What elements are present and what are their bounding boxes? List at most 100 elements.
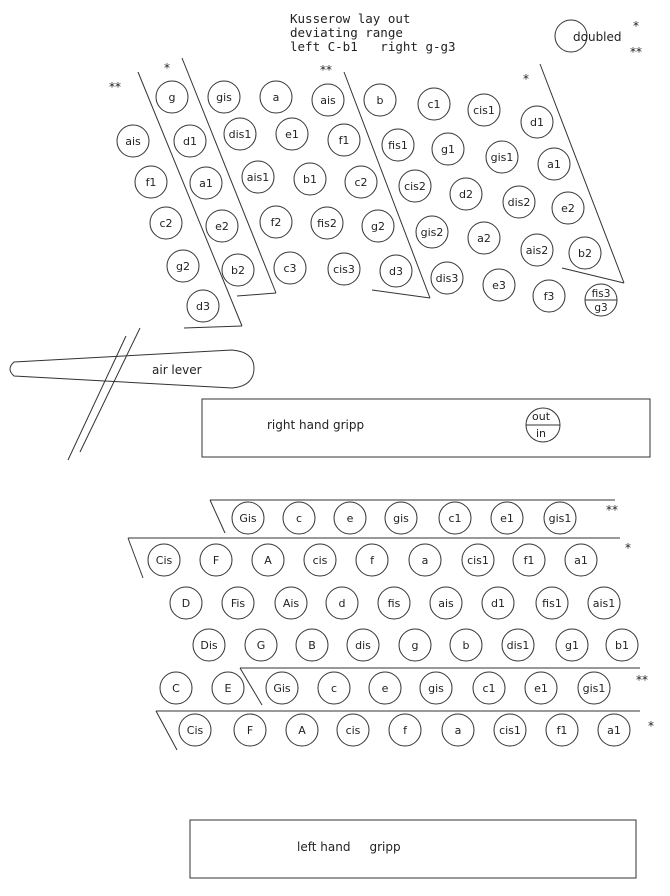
right-key-8-0[interactable]: ais: [116, 124, 150, 158]
left-key-1-2[interactable]: A: [251, 543, 285, 577]
left-key-0-0[interactable]: Gis: [231, 501, 265, 535]
left-key-2-2[interactable]: Ais: [274, 586, 308, 620]
left-key-3-8[interactable]: b1: [605, 628, 639, 662]
right-key-7-1[interactable]: a1: [537, 147, 571, 181]
right-key-5-1[interactable]: g1: [431, 132, 465, 166]
left-key-1-7[interactable]: f1: [512, 543, 546, 577]
key-label: g: [169, 91, 176, 104]
right-key-3-1[interactable]: f1: [327, 123, 361, 157]
right-key-8-3[interactable]: g2: [166, 249, 200, 283]
right-key-1-2[interactable]: ais1: [241, 160, 275, 194]
right-key-6-3[interactable]: ais2: [520, 233, 554, 267]
right-key-2-4[interactable]: cis3: [327, 252, 361, 286]
right-key-1-3[interactable]: f2: [259, 205, 293, 239]
right-key-4-0[interactable]: b: [363, 83, 397, 117]
right-key-1-0[interactable]: gis: [207, 80, 241, 114]
left-key-4-7[interactable]: e1: [524, 671, 558, 705]
left-key-3-0[interactable]: Dis: [192, 628, 226, 662]
right-key-0-5[interactable]: d3: [186, 289, 220, 323]
right-key-4-2[interactable]: cis2: [398, 169, 432, 203]
key-label: D: [182, 597, 190, 610]
right-key-0-2[interactable]: a1: [189, 166, 223, 200]
left-key-5-4[interactable]: f: [388, 713, 422, 747]
right-key-7-3[interactable]: b2: [568, 236, 602, 270]
left-key-1-0[interactable]: Cis: [147, 543, 181, 577]
right-key-7-2[interactable]: e2: [551, 191, 585, 225]
left-key-2-8[interactable]: ais1: [587, 586, 621, 620]
left-key-4-2[interactable]: Gis: [265, 671, 299, 705]
left-key-5-0[interactable]: Cis: [178, 713, 212, 747]
left-key-2-0[interactable]: D: [169, 586, 203, 620]
right-key-5-3[interactable]: a2: [467, 221, 501, 255]
left-key-4-1[interactable]: E: [211, 671, 245, 705]
right-key-5-4[interactable]: e3: [482, 268, 516, 302]
right-key-6-4[interactable]: f3: [532, 279, 566, 313]
right-key-3-2[interactable]: c2: [344, 165, 378, 199]
right-key-3-4[interactable]: d3: [379, 254, 413, 288]
left-key-1-3[interactable]: cis: [303, 543, 337, 577]
left-key-2-4[interactable]: fis: [377, 586, 411, 620]
left-key-3-7[interactable]: g1: [555, 628, 589, 662]
key-label: ais: [320, 94, 336, 107]
right-key-5-2[interactable]: d2: [449, 177, 483, 211]
left-key-1-5[interactable]: a: [408, 543, 442, 577]
right-key-2-2[interactable]: b1: [293, 162, 327, 196]
left-key-1-8[interactable]: a1: [564, 543, 598, 577]
left-key-4-4[interactable]: e: [368, 671, 402, 705]
left-key-0-4[interactable]: c1: [438, 501, 472, 535]
left-key-4-0[interactable]: C: [159, 671, 193, 705]
left-key-5-5[interactable]: a: [441, 713, 475, 747]
left-key-5-1[interactable]: F: [233, 713, 267, 747]
left-key-0-1[interactable]: c: [282, 501, 316, 535]
left-key-3-4[interactable]: g: [398, 628, 432, 662]
right-key-5-0[interactable]: c1: [417, 87, 451, 121]
left-key-3-6[interactable]: dis1: [501, 628, 535, 662]
right-key-3-0[interactable]: ais: [311, 83, 345, 117]
right-key-3-3[interactable]: g2: [361, 209, 395, 243]
right-key-4-3[interactable]: gis2: [415, 215, 449, 249]
right-key-6-2[interactable]: dis2: [502, 185, 536, 219]
left-key-5-7[interactable]: f1: [545, 713, 579, 747]
right-key-8-1[interactable]: f1: [134, 165, 168, 199]
left-key-5-8[interactable]: a1: [597, 713, 631, 747]
left-key-3-2[interactable]: B: [295, 628, 329, 662]
left-key-2-5[interactable]: ais: [429, 586, 463, 620]
right-key-7-0[interactable]: d1: [520, 105, 554, 139]
left-key-5-3[interactable]: cis: [336, 713, 370, 747]
right-key-1-4[interactable]: c3: [273, 251, 307, 285]
left-key-2-3[interactable]: d: [325, 586, 359, 620]
right-key-0-0[interactable]: g: [155, 80, 189, 114]
left-key-1-1[interactable]: F: [199, 543, 233, 577]
right-key-2-0[interactable]: a: [259, 80, 293, 114]
left-key-4-8[interactable]: gis1: [577, 671, 611, 705]
left-key-2-7[interactable]: fis1: [535, 586, 569, 620]
left-key-1-4[interactable]: f: [355, 543, 389, 577]
left-key-5-2[interactable]: A: [285, 713, 319, 747]
left-key-3-1[interactable]: G: [244, 628, 278, 662]
right-key-6-0[interactable]: cis1: [467, 93, 501, 127]
right-key-2-1[interactable]: e1: [275, 117, 309, 151]
right-key-0-4[interactable]: b2: [221, 253, 255, 287]
left-key-5-6[interactable]: cis1: [493, 713, 527, 747]
right-key-4-1[interactable]: fis1: [381, 128, 415, 162]
left-key-0-5[interactable]: e1: [490, 501, 524, 535]
left-key-0-6[interactable]: gis1: [543, 501, 577, 535]
right-key-1-1[interactable]: dis1: [223, 117, 257, 151]
left-key-1-6[interactable]: cis1: [461, 543, 495, 577]
right-key-6-1[interactable]: gis1: [485, 140, 519, 174]
right-key-2-3[interactable]: fis2: [310, 206, 344, 240]
left-key-0-2[interactable]: e: [333, 501, 367, 535]
left-key-2-1[interactable]: Fis: [221, 586, 255, 620]
right-key-4-4[interactable]: dis3: [430, 261, 464, 295]
left-key-3-3[interactable]: dis: [346, 628, 380, 662]
left-key-4-5[interactable]: gis: [419, 671, 453, 705]
right-key-8-2[interactable]: c2: [149, 206, 183, 240]
left-key-3-5[interactable]: b: [449, 628, 483, 662]
left-key-2-6[interactable]: d1: [481, 586, 515, 620]
left-key-0-3[interactable]: gis: [384, 501, 418, 535]
right-key-0-3[interactable]: e2: [205, 209, 239, 243]
right-key-0-1[interactable]: d1: [173, 124, 207, 158]
left-key-4-6[interactable]: c1: [472, 671, 506, 705]
left-key-4-3[interactable]: c: [317, 671, 351, 705]
